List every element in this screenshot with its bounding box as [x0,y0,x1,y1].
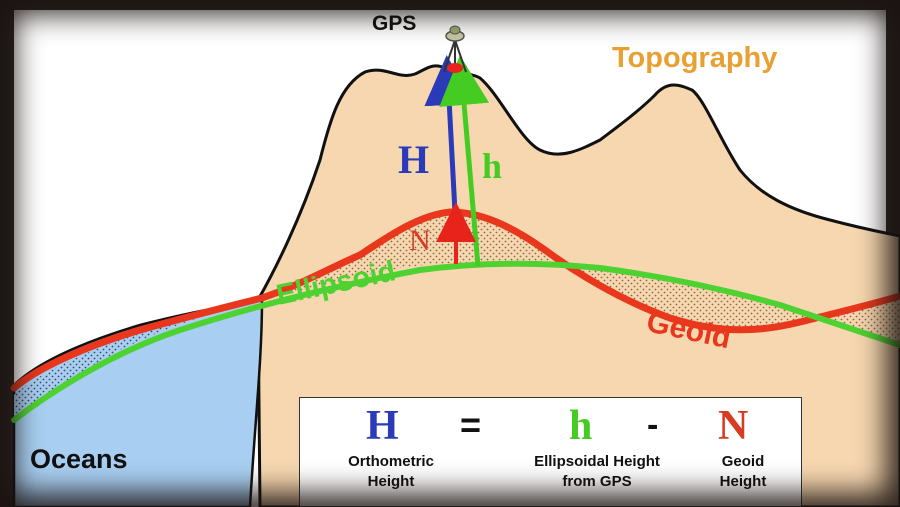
orthometric-height-caption: Orthometric Height [348,453,434,490]
geoid-height-symbol: N [409,224,431,257]
formula-N: N [718,403,749,449]
formula-h: h [569,403,593,449]
oceans-label: Oceans [30,444,128,474]
geoid-ellipsoid-separation-land [262,212,900,345]
topography-landmass [256,64,900,507]
formula-minus: - [647,406,659,444]
ellipsoidal-height-symbol: h [482,146,503,186]
gps-label: GPS [372,12,417,35]
topography-label: Topography [612,42,778,74]
ellipsoid-line [11,260,900,423]
ellipsoidal-height-caption: Ellipsoidal Height from GPS [534,453,660,490]
formula-equals: = [460,404,482,445]
formula-box: H = h - N Orthometric Height Ellipsoidal… [299,397,802,507]
orthometric-height-symbol: H [398,137,430,182]
formula-H: H [366,403,399,449]
gps-receiver-icon [443,25,467,73]
geoid-height-caption: Geoid Height [719,453,767,490]
